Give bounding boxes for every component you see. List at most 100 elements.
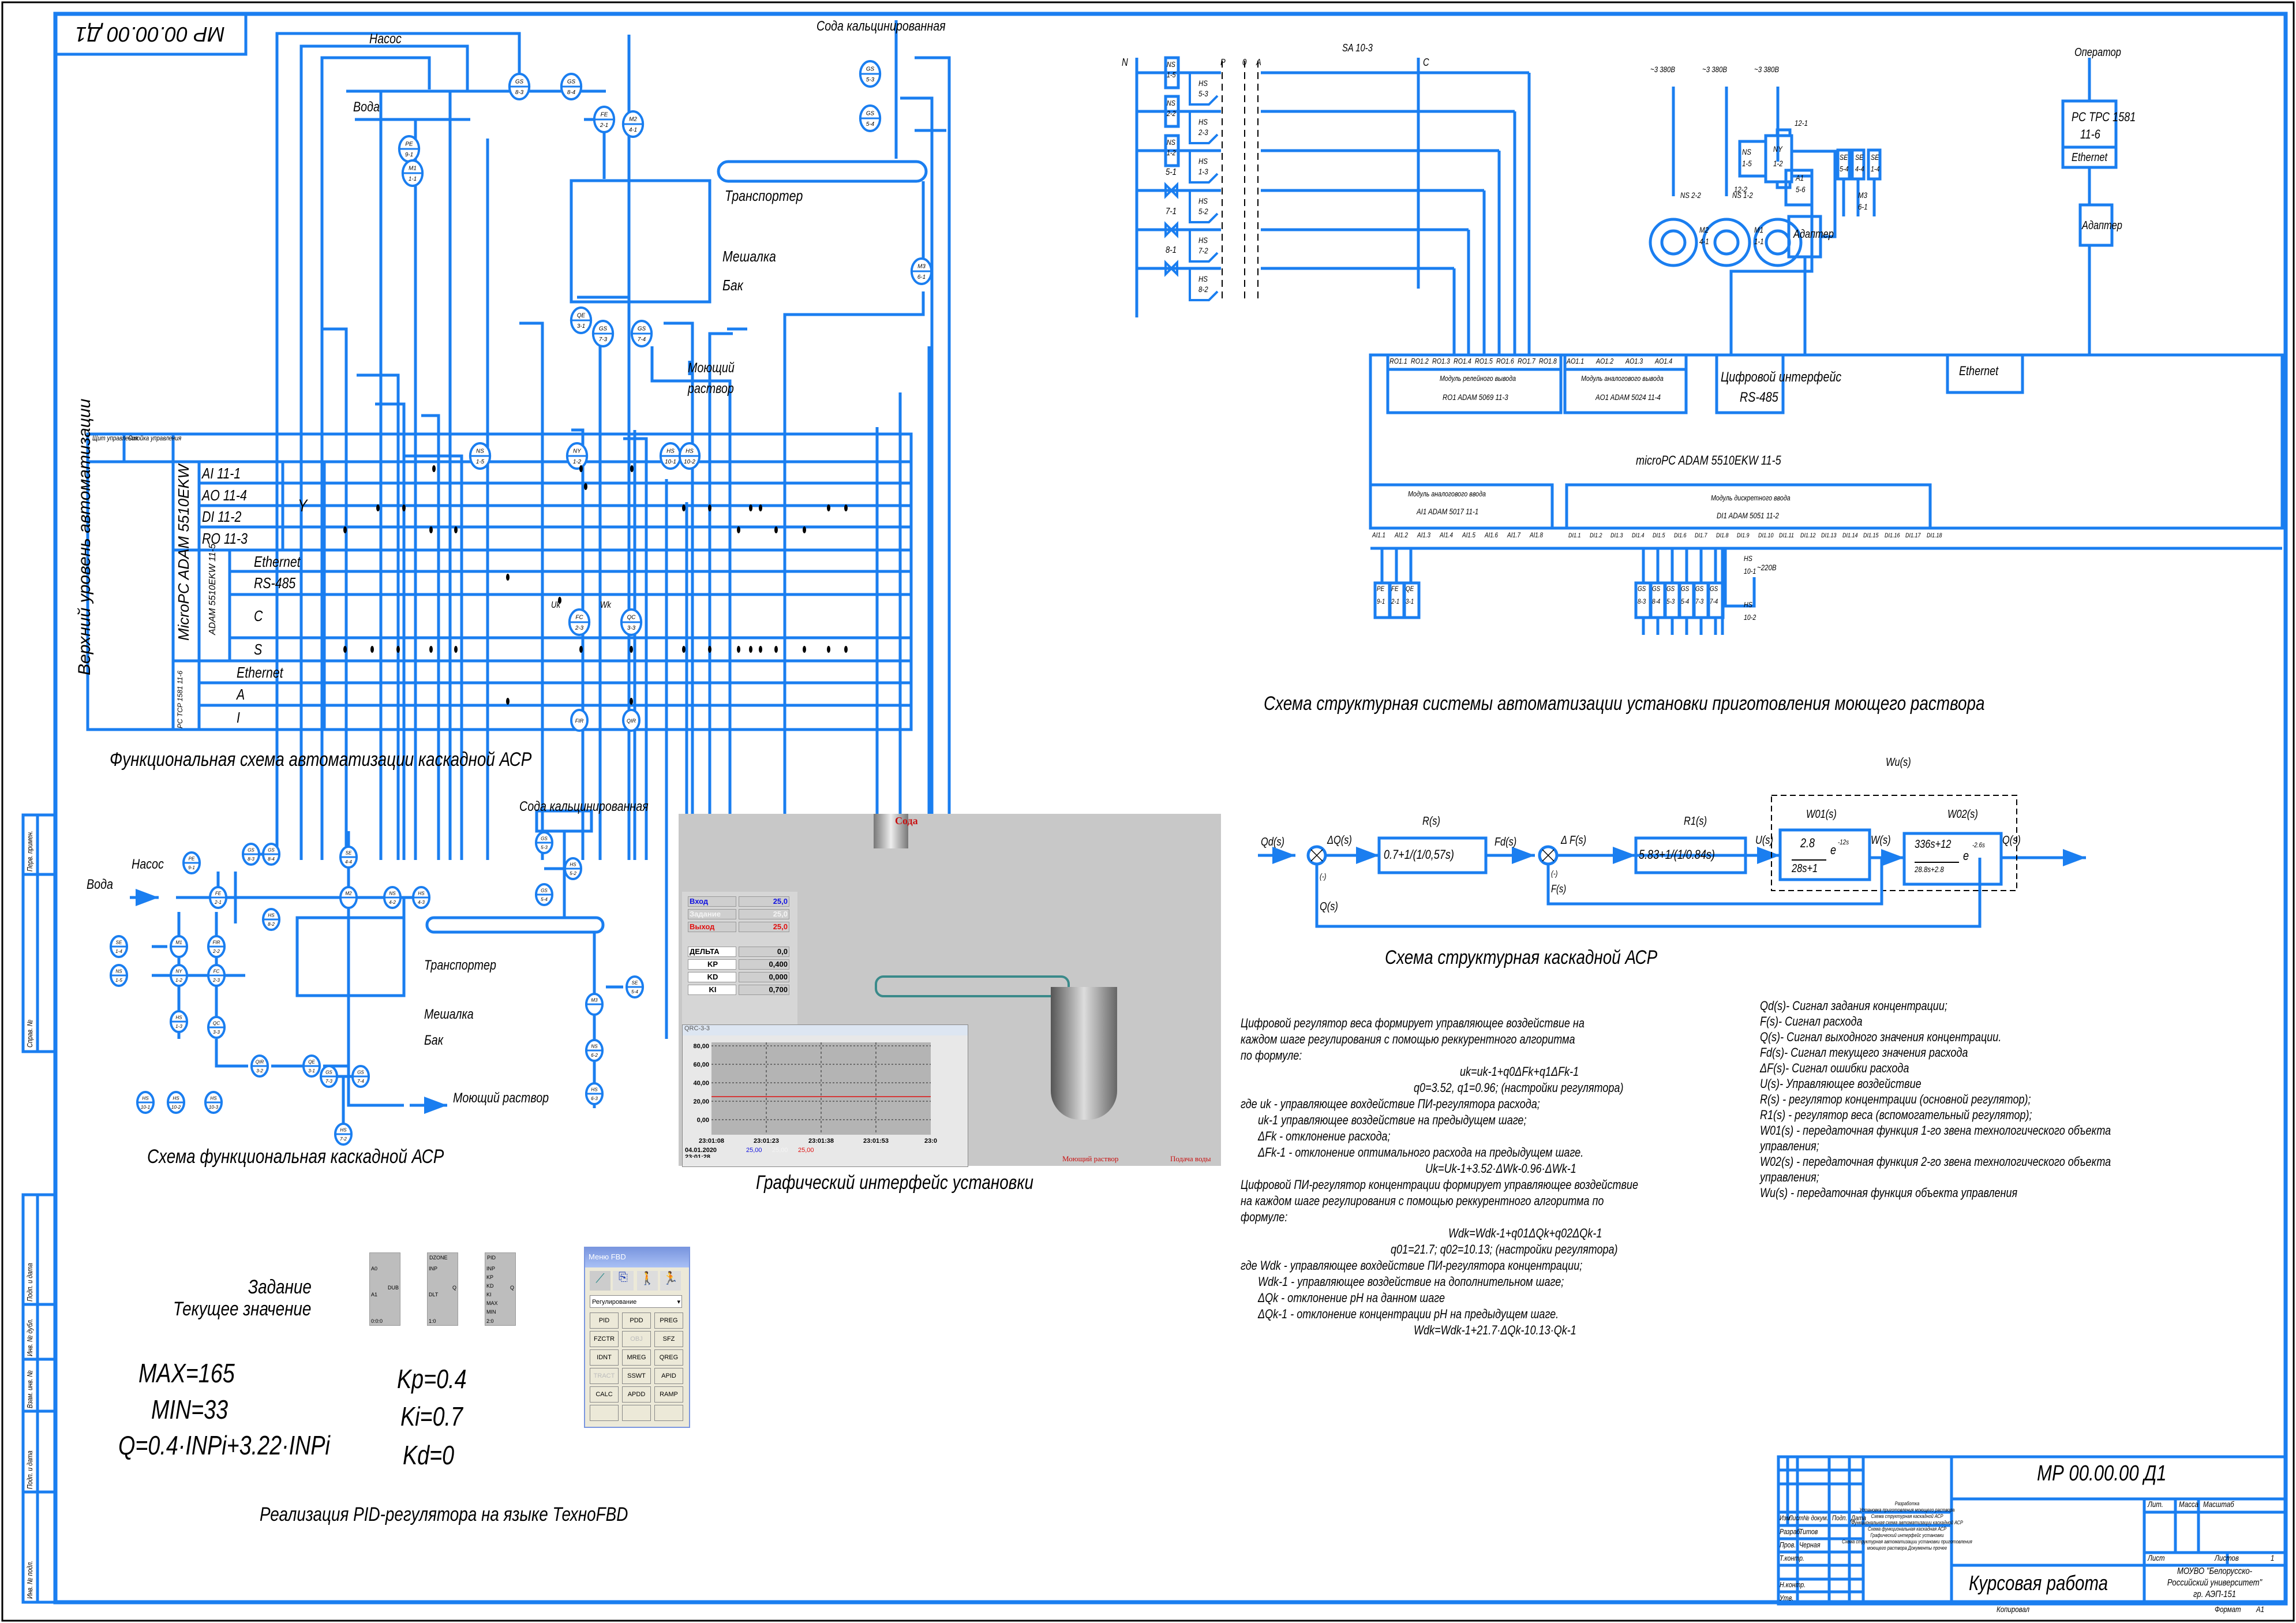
fbd-menu-button-qreg[interactable]: QREG [654, 1349, 683, 1366]
para2-line-0: Цифровой ПИ-регулятор концентрации форми… [1241, 1177, 1639, 1192]
fbd-pin[interactable]: MIN [486, 1309, 496, 1315]
fc-instrument-28-type: HS [591, 1087, 598, 1093]
fc-instrument-14-id: 2-2 [212, 949, 220, 954]
fbd-output-pin[interactable]: Q [452, 1285, 456, 1291]
fbd-menu-button-empty[interactable] [654, 1405, 683, 1421]
fbd-menu-button-empty[interactable] [590, 1405, 619, 1421]
fbd-menu-button-sfz[interactable]: SFZ [654, 1331, 683, 1347]
fa-pc-row-0: Ethernet [237, 664, 283, 681]
fbd-menu-button-mreg[interactable]: MREG [622, 1349, 651, 1366]
param-kd-button[interactable]: KD [688, 972, 736, 982]
fbd-pin[interactable]: KP [486, 1274, 494, 1280]
di-port-8: DI1.9 [1737, 532, 1750, 539]
param-ki-value[interactable]: 0,700 [739, 985, 789, 995]
fbd-pin[interactable]: A0 [371, 1266, 378, 1272]
tb-contents-4: Схема функциональная каскадная АСР [1868, 1526, 1946, 1532]
fbd-caption: Реализация PID-регулятора на языке Техно… [260, 1504, 628, 1525]
di-sensor-id-3: 5-4 [1681, 597, 1690, 605]
fa-instrument-4-type: M1 [409, 166, 417, 172]
junction-dot [759, 646, 762, 653]
fbd-pin[interactable]: INP [486, 1266, 496, 1272]
hand-switch-contact [1189, 73, 1219, 106]
param-ki-button[interactable]: KI [688, 985, 736, 995]
fc-instrument-21-id: 3-1 [308, 1068, 315, 1074]
fa-pc-row-2: I [237, 709, 240, 726]
di-port-1: DI1.2 [1589, 532, 1602, 539]
fc-instrument-20-id: 3-2 [256, 1068, 263, 1074]
junction-dot [343, 526, 347, 533]
param-delta-value[interactable]: 0,0 [739, 947, 789, 957]
param-delta-button[interactable]: ДЕЛЬТА [688, 947, 736, 957]
fa-instrument-10-id: 7-3 [599, 336, 608, 343]
junction-dot [376, 504, 380, 511]
fbd-menu-button-preg[interactable]: PREG [654, 1312, 683, 1329]
hs-id-0: 5-3 [1198, 89, 1208, 98]
signal-w: W(s) [1871, 834, 1891, 847]
fbd-menu-button-obj[interactable]: OBJ [622, 1331, 651, 1347]
fbd-menu-button-apid[interactable]: APID [654, 1368, 683, 1384]
junction-dot [827, 646, 830, 653]
run-icon[interactable]: 🏃 [660, 1271, 681, 1291]
field-setpoint-value[interactable]: 25,0 [739, 909, 789, 919]
fbd-menu-button-sswt[interactable]: SSWT [622, 1368, 651, 1384]
ny-ns: NS [1742, 147, 1751, 156]
fbd-pin[interactable]: INP [429, 1266, 438, 1272]
fc-instrument-21-type: QE [308, 1060, 315, 1065]
fbd-output-pin[interactable]: Q [510, 1285, 514, 1291]
trend-date: 04.01.2020 [685, 1147, 717, 1154]
formula1: uk=uk-1+q0ΔFk+q1ΔFk-1 [1460, 1064, 1579, 1079]
fa-instrument-7-id: 5-4 [866, 121, 875, 128]
block-tool-icon[interactable]: ⎘ [613, 1271, 634, 1291]
tb-lit: Лит. [2148, 1499, 2163, 1509]
fbd-menu-button-pdd[interactable]: PDD [622, 1312, 651, 1329]
w01-denominator: 28s+1 [1792, 862, 1818, 875]
param-kp-button[interactable]: KP [688, 959, 736, 970]
block-diagram-lines [1258, 795, 2086, 928]
hs-id-2: 1-3 [1198, 167, 1208, 176]
run-stop-icon[interactable]: 🚶 [637, 1271, 658, 1291]
trend-y-tick: 40,00 [693, 1080, 709, 1087]
tb-contents-2: Схема структурная каскадной АСР [1871, 1513, 1943, 1519]
fbd-output-pin[interactable]: DUB [387, 1285, 399, 1291]
fbd-menu-button-pid[interactable]: PID [590, 1312, 619, 1329]
fbd-category-select[interactable]: Регулирование▾ [590, 1295, 682, 1308]
fbd-menu-button-empty[interactable] [622, 1405, 651, 1421]
ai-port-6: AI1.7 [1507, 531, 1520, 539]
fbd-pin[interactable]: KI [486, 1292, 492, 1297]
tb-name-1: Черная [1799, 1540, 1821, 1549]
fbd-menu-button-fzctr[interactable]: FZCTR [590, 1331, 619, 1347]
fbd-menu-button-tract[interactable]: TRACT [590, 1368, 619, 1384]
fbd-menu-button-calc[interactable]: CALC [590, 1386, 619, 1403]
fbd-pin[interactable]: MAX [486, 1300, 498, 1306]
fc-instrument-0-id: 9-1 [188, 865, 195, 870]
di-port-7: DI1.8 [1716, 532, 1729, 539]
fbd-pin[interactable]: A1 [371, 1292, 378, 1297]
fbd-menu-button-ramp[interactable]: RAMP [654, 1386, 683, 1403]
di-port-14: DI1.15 [1863, 532, 1879, 539]
fbd-pin[interactable]: DLT [429, 1292, 439, 1297]
junction-dot [774, 526, 778, 533]
trend-time: 23:01:28 [685, 1154, 710, 1158]
motor-name-2: M3 [1858, 190, 1867, 200]
switch-label: SA 10-3 [1342, 42, 1373, 54]
fbd-menu-button-apdd[interactable]: APDD [622, 1386, 651, 1403]
fc-instrument-3-type: GS [268, 848, 275, 853]
fbd-menu-button-idnt[interactable]: IDNT [590, 1349, 619, 1366]
hand-switch-contact [1189, 230, 1219, 263]
param-kp-value[interactable]: 0,400 [739, 959, 789, 970]
fbd-category-value: Регулирование [592, 1299, 637, 1306]
param-kd-value[interactable]: 0,000 [739, 972, 789, 982]
para2-line-1: на каждом шаге регулирования с помощью р… [1241, 1194, 1604, 1208]
ny-top: 12-1 [1795, 118, 1808, 128]
trend-y-tick: 20,00 [693, 1098, 709, 1105]
link-tool-icon[interactable]: ⟋ [590, 1271, 610, 1291]
relay-module-title: Модуль релейного вывода [1440, 374, 1516, 383]
fbd-pin[interactable]: KD [486, 1283, 494, 1289]
tb-role-0: Разраб. [1780, 1527, 1802, 1536]
pc-box-line1: PC TPC 1581 [2072, 110, 2136, 124]
di-sensor-id-2: 5-3 [1666, 597, 1675, 605]
relay-port-5: RO1.6 [1496, 357, 1514, 365]
